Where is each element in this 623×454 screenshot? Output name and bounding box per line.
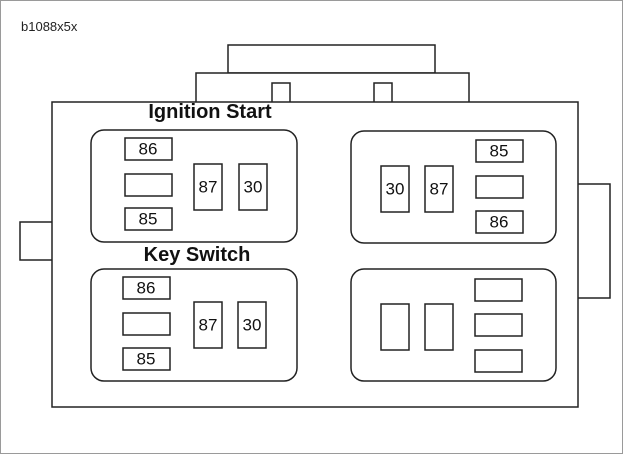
lower-right-terminal-d bbox=[474, 313, 523, 337]
reference-code: b1088x5x bbox=[21, 19, 78, 34]
upper-right-terminal-30 bbox=[380, 165, 410, 213]
key-terminal-30 bbox=[237, 301, 267, 349]
upper-right-terminal-85 bbox=[475, 139, 524, 163]
upper-right-terminal-87 bbox=[424, 165, 454, 213]
connector-latch-left bbox=[271, 82, 291, 104]
ignition-start-title: Ignition Start bbox=[148, 101, 272, 123]
ignition-label-86: 86 bbox=[139, 140, 158, 159]
ignition-terminal-blank bbox=[124, 173, 173, 197]
ignition-label-30: 30 bbox=[244, 178, 263, 197]
ignition-label-85: 85 bbox=[139, 210, 158, 229]
upper-right-label-86: 86 bbox=[490, 213, 509, 232]
key-terminal-87 bbox=[193, 301, 223, 349]
lower-right-terminal-b bbox=[424, 303, 454, 351]
connector-top-tab bbox=[227, 44, 436, 74]
key-terminal-86 bbox=[122, 276, 171, 300]
ignition-terminal-87 bbox=[193, 163, 223, 211]
ignition-terminal-30 bbox=[238, 163, 268, 211]
connector-side-tab-right bbox=[575, 183, 611, 299]
lower-right-terminal-c bbox=[474, 278, 523, 302]
key-label-87: 87 bbox=[199, 316, 218, 335]
connector-side-tab-left bbox=[19, 221, 54, 261]
ignition-terminal-85 bbox=[124, 207, 173, 231]
upper-right-terminal-86 bbox=[475, 210, 524, 234]
key-terminal-blank bbox=[122, 312, 171, 336]
ignition-label-87: 87 bbox=[199, 178, 218, 197]
lower-right-terminal-a bbox=[380, 303, 410, 351]
upper-right-terminal-blank bbox=[475, 175, 524, 199]
upper-right-label-87: 87 bbox=[430, 180, 449, 199]
ignition-terminal-86 bbox=[124, 137, 173, 161]
lower-right-terminal-e bbox=[474, 349, 523, 373]
key-switch-title: Key Switch bbox=[144, 244, 251, 266]
upper-right-label-85: 85 bbox=[490, 142, 509, 161]
connector-top-shoulder bbox=[195, 72, 470, 104]
connector-latch-right bbox=[373, 82, 393, 104]
key-terminal-85 bbox=[122, 347, 171, 371]
upper-right-label-30: 30 bbox=[386, 180, 405, 199]
key-label-86: 86 bbox=[137, 279, 156, 298]
key-label-30: 30 bbox=[243, 316, 262, 335]
key-label-85: 85 bbox=[137, 350, 156, 369]
